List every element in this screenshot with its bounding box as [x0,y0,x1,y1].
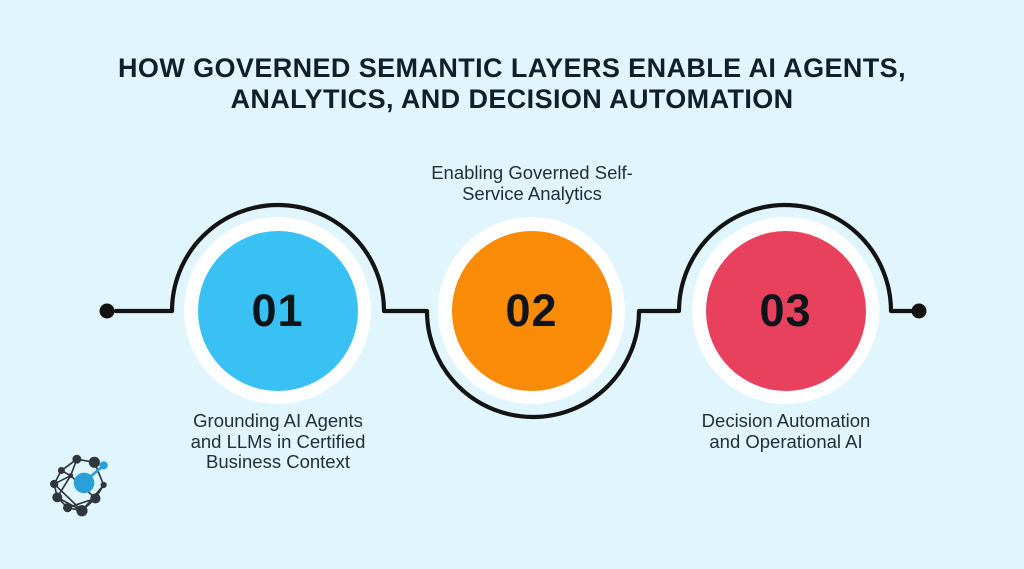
step-01-label-line: Business Context [206,451,350,472]
step-01-circle: 01 [184,217,371,404]
step-02-label: Enabling Governed Self- Service Analytic… [382,162,682,204]
step-01-label-line: Grounding AI Agents [193,410,363,431]
step-02-label-line: Enabling Governed Self- [431,162,633,183]
step-01-label-line: and LLMs in Certified [190,430,366,452]
logo-dark-network [50,454,107,517]
connector-start-dot [99,303,115,319]
page-title-line-2: ANALYTICS, AND DECISION AUTOMATION [230,84,794,114]
connector-end-dot [911,303,927,319]
step-01-disc: 01 [197,230,358,391]
step-03-label-line: and Operational AI [709,430,863,452]
step-02-disc: 02 [451,230,612,391]
step-03-label: Decision Automation and Operational AI [646,410,926,452]
step-01-number: 01 [251,284,304,336]
step-03-label-line: Decision Automation [701,410,871,431]
step-01-label: Grounding AI Agents and LLMs in Certifie… [138,410,418,473]
page-title: HOW GOVERNED SEMANTIC LAYERS ENABLE AI A… [0,53,1024,115]
step-03-circle: 03 [692,217,879,404]
step-02-circle: 02 [438,217,625,404]
network-graph-logo-icon [50,454,108,517]
connector-path [113,202,914,420]
step-03-disc: 03 [705,230,866,391]
page-title-line-1: HOW GOVERNED SEMANTIC LAYERS ENABLE AI A… [118,53,906,83]
logo-blue-node [73,461,108,494]
step-02-label-line: Service Analytics [462,182,602,204]
step-03-number: 03 [759,284,812,336]
step-02-number: 02 [505,284,558,336]
